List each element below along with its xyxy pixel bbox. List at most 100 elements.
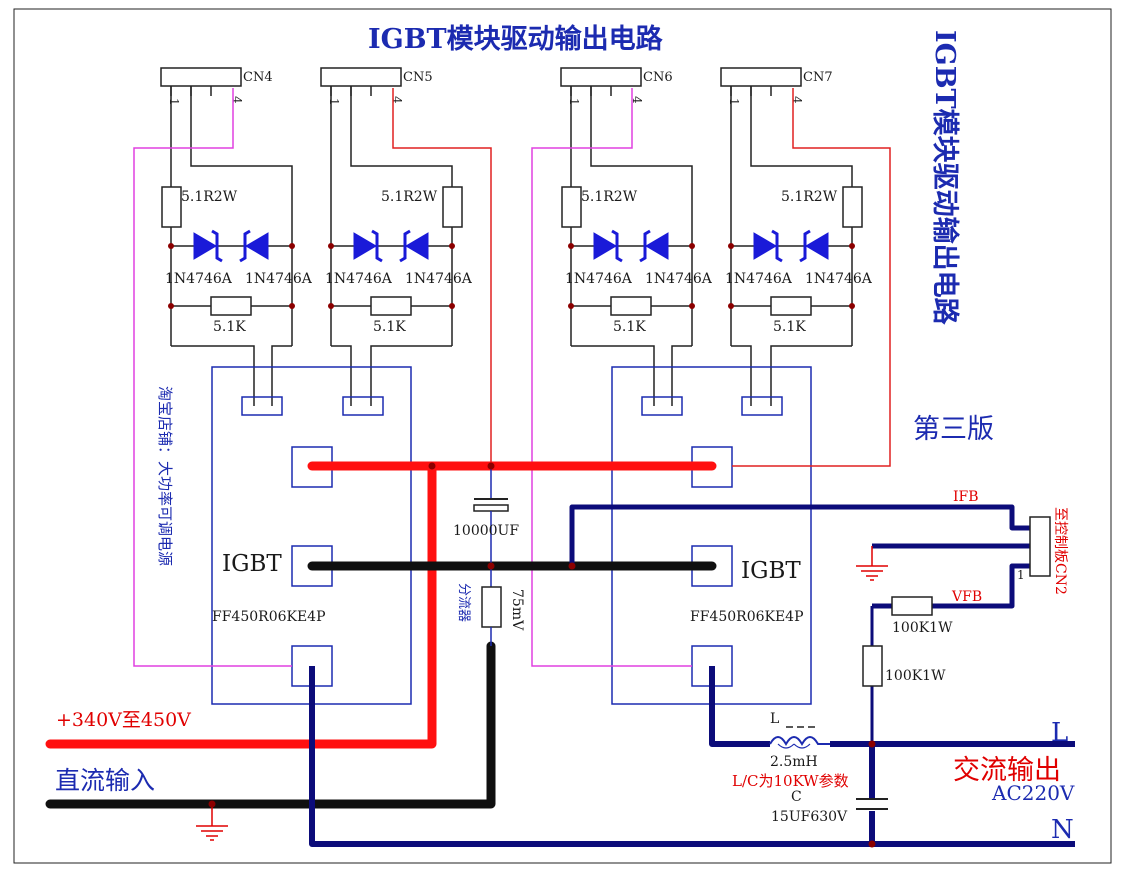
node-dot	[487, 562, 495, 570]
gate-pad-wire	[171, 345, 255, 406]
zener-label: 1N4746A	[165, 271, 233, 287]
output-cap-name: C	[791, 789, 802, 805]
output-l-label: L	[1051, 718, 1068, 748]
gate-pad-wire	[331, 345, 352, 406]
right-rail	[190, 86, 293, 346]
gate-resistor	[842, 186, 863, 228]
node-dot	[568, 562, 576, 570]
pink-sense-wire-right	[531, 88, 692, 667]
connector-header	[160, 67, 242, 87]
connector-label: CN7	[803, 70, 833, 85]
cn2-pin-1: 1	[1017, 568, 1025, 582]
igbt-left-gate-pad-2	[342, 396, 384, 416]
node-dot	[208, 800, 216, 808]
k-resistor-label: 5.1K	[773, 319, 806, 335]
node-dot	[728, 243, 734, 249]
igbt-module-right: IGBT FF450R06KE4P	[611, 366, 812, 705]
zener-bar	[211, 229, 223, 263]
gate-pad-wire	[731, 345, 752, 406]
node-dot	[689, 303, 695, 309]
igbt-right-label: IGBT	[741, 558, 801, 584]
node-dot	[168, 303, 174, 309]
red-wire-cn7	[732, 88, 891, 467]
connector-pin-4: 4	[630, 96, 644, 104]
igbt-right-model: FF450R06KE4P	[690, 609, 804, 625]
gate-pad-wire	[271, 345, 292, 406]
zener-diode-icon	[805, 232, 829, 260]
vfb-label: VFB	[951, 589, 982, 605]
zener-bar	[371, 229, 383, 263]
node-dot	[849, 243, 855, 249]
connector-pin-1: 1	[567, 98, 581, 106]
k-resistor	[210, 296, 252, 316]
cap-plate-2	[473, 504, 509, 512]
k-resistor	[370, 296, 412, 316]
igbt-left-gate-pad-1	[241, 396, 283, 416]
r-100k-horizontal-label: 100K1W	[892, 620, 953, 636]
igbt-module-left: IGBT FF450R06KE4P	[211, 366, 412, 705]
lc-note: L/C为10KW参数	[732, 772, 849, 790]
ground-icon	[196, 804, 228, 841]
zener-bar	[239, 229, 251, 263]
r-100k-horizontal	[891, 596, 933, 616]
r-100k-vertical	[862, 645, 883, 687]
k-resistor-label: 5.1K	[373, 319, 406, 335]
inductor-name: L	[770, 711, 779, 727]
connector-pin-1: 1	[727, 98, 741, 106]
zener-label: 1N4746A	[405, 271, 473, 287]
zener-diode-icon	[753, 232, 777, 260]
connector-label: CN4	[243, 70, 273, 85]
gate-resistor-label: 5.1R2W	[581, 189, 638, 205]
node-dot	[168, 243, 174, 249]
node-dot	[289, 243, 295, 249]
zener-label: 1N4746A	[245, 271, 313, 287]
zener-diode-icon	[405, 232, 429, 260]
gate-resistor	[442, 186, 463, 228]
zener-diode-icon	[593, 232, 617, 260]
zener-diode-icon	[193, 232, 217, 260]
taobao-note: 淘宝店铺：大功率可调电源	[156, 386, 174, 566]
zener-bar	[639, 229, 651, 263]
zener-bar	[771, 229, 783, 263]
right-rail	[350, 86, 453, 346]
shunt-resistor	[481, 586, 502, 628]
gate-pad-wire	[571, 345, 655, 406]
zener-label: 1N4746A	[325, 271, 393, 287]
connector-pin-4: 4	[390, 96, 404, 104]
output-inductor-loops	[777, 743, 811, 749]
driver-channels: CN4 1 4 5.1R2W 1N4746A 1N4746A 5.1K CN5 1 4 5.1R2W…	[160, 67, 873, 406]
igbt-right-gate-pad-2	[741, 396, 783, 416]
k-resistor	[770, 296, 812, 316]
connector-label: CN6	[643, 70, 673, 85]
connector-label: CN5	[403, 70, 433, 85]
output-l-wire	[709, 666, 770, 747]
node-dot	[289, 303, 295, 309]
connector-header	[720, 67, 802, 87]
right-rail	[750, 86, 853, 346]
capacitor-value: 10000UF	[453, 523, 519, 539]
control-board-label: 至控制板CN2	[1052, 507, 1068, 595]
gate-resistor-label: 5.1R2W	[181, 189, 238, 205]
vfb-wire	[932, 563, 1030, 609]
r-100k-vertical-label: 100K1W	[885, 668, 946, 684]
control-board-connector	[1029, 516, 1051, 577]
connector-header	[320, 67, 402, 87]
pink-sense-wire-left	[133, 88, 292, 667]
node-dot	[449, 243, 455, 249]
inductor-value: 2.5mH	[770, 754, 818, 770]
gate-pad-wire	[671, 345, 692, 406]
dc-input-label: 直流输入	[55, 766, 155, 795]
zener-label: 1N4746A	[805, 271, 873, 287]
k-resistor-label: 5.1K	[613, 319, 646, 335]
ground-icon	[856, 546, 888, 581]
connector-pin-4: 4	[790, 96, 804, 104]
connector-header	[560, 67, 642, 87]
k-resistor	[610, 296, 652, 316]
zener-label: 1N4746A	[645, 271, 713, 287]
k-resistor-label: 5.1K	[213, 319, 246, 335]
